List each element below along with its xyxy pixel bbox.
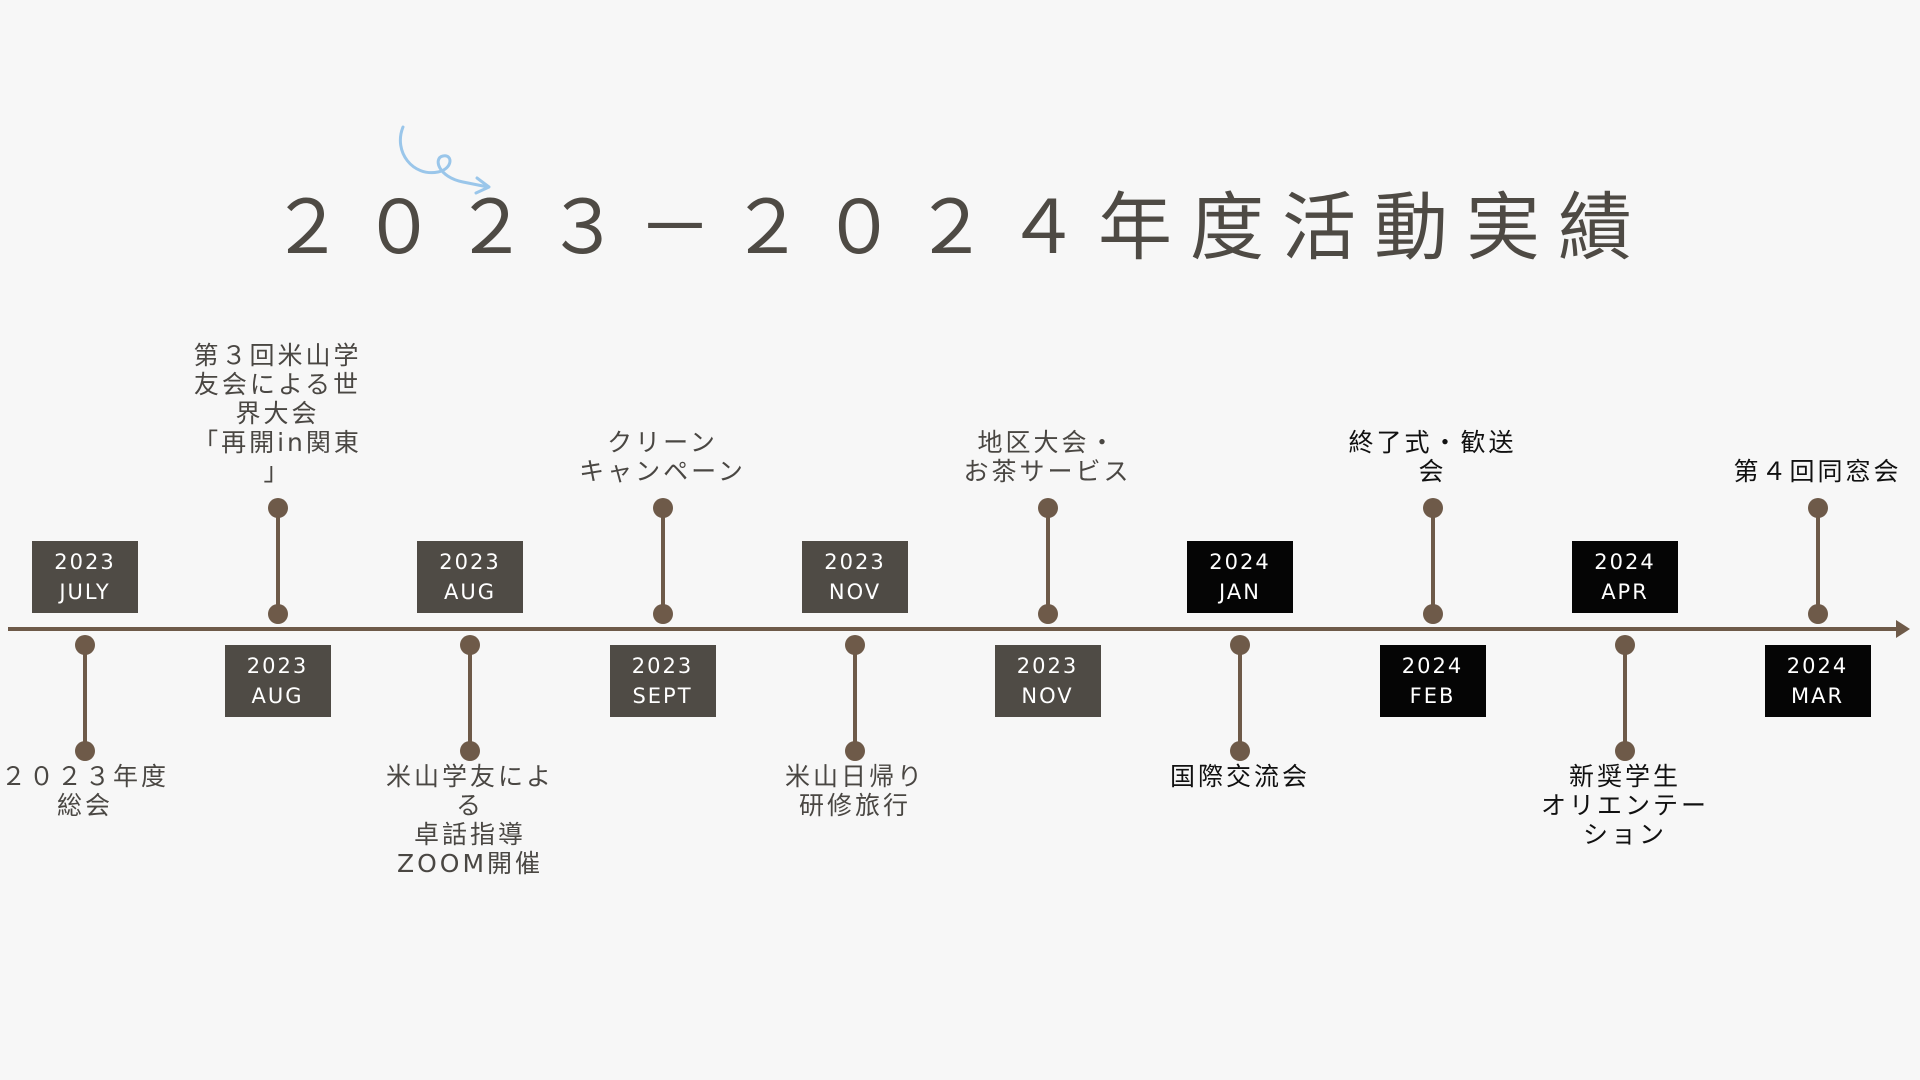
event-dot — [1807, 604, 1828, 624]
event-dot — [1422, 604, 1443, 624]
date-year: 2023 — [54, 550, 116, 574]
date-month: MAR — [1790, 684, 1845, 708]
page-title: ２０２３－２０２４年度活動実績 — [270, 185, 1650, 271]
event-dot — [845, 741, 865, 761]
event-dot — [75, 741, 95, 761]
event-stem — [83, 645, 87, 751]
event-label: 地区大会・ お茶サービス — [963, 428, 1132, 486]
event-dot — [1615, 741, 1635, 761]
date-year: 2024 — [1786, 654, 1849, 678]
event-dot — [460, 741, 480, 761]
event-label: 第４回同窓会 — [1733, 457, 1902, 486]
date-month: NOV — [1021, 684, 1074, 708]
date-year: 2023 — [824, 550, 886, 574]
event-label: 終了式・歓送 会 — [1348, 428, 1517, 486]
event-dot — [1422, 498, 1443, 518]
event-label: 米山日帰り 研修旅行 — [784, 762, 925, 820]
event-stem — [1238, 645, 1242, 751]
event-dot — [845, 635, 865, 655]
event-stem — [468, 645, 472, 751]
event-label: 第３回米山学 友会による世 界大会 「再開in関東 」 — [193, 341, 362, 486]
event-dot — [460, 635, 480, 655]
event-stem — [660, 508, 665, 614]
event-stem — [275, 508, 280, 614]
event-dot — [1807, 498, 1828, 518]
date-year: 2023 — [246, 654, 309, 678]
event-dot — [1230, 635, 1250, 655]
event-dot — [652, 498, 673, 518]
event-label: クリーン キャンペーン — [579, 428, 746, 486]
date-month: AUG — [443, 580, 496, 604]
event-dot — [267, 604, 288, 624]
event-stem — [1815, 508, 1820, 614]
event-label: 米山学友によ る 卓話指導 ZOOM開催 — [385, 762, 554, 878]
date-month: NOV — [828, 580, 882, 604]
date-year: 2023 — [631, 654, 694, 678]
event-label: ２０２３年度 総会 — [0, 762, 169, 820]
date-month: APR — [1601, 580, 1649, 604]
event-dot — [1037, 498, 1058, 518]
date-year: 2023 — [439, 550, 501, 574]
event-label: 新奨学生 オリエンテー ション — [1540, 762, 1709, 849]
date-month: SEPT — [632, 684, 693, 708]
date-month: JAN — [1219, 580, 1261, 604]
date-month: JULY — [59, 580, 111, 604]
axis-arrowhead — [1896, 620, 1910, 638]
swirl-arrow-decoration — [398, 125, 491, 195]
event-stem — [853, 645, 857, 751]
date-month: FEB — [1409, 684, 1456, 708]
date-month: AUG — [251, 684, 304, 708]
event-stem — [1430, 508, 1435, 614]
event-dot — [267, 498, 288, 518]
event-dot — [1230, 741, 1250, 761]
date-year: 2024 — [1594, 550, 1656, 574]
event-dot — [1615, 635, 1635, 655]
event-label: 国際交流会 — [1169, 762, 1310, 791]
event-dot — [652, 604, 673, 624]
event-dot — [1037, 604, 1058, 624]
event-stem — [1045, 508, 1050, 614]
date-year: 2024 — [1209, 550, 1271, 574]
event-stem — [1623, 645, 1627, 751]
date-year: 2023 — [1016, 654, 1079, 678]
date-year: 2024 — [1401, 654, 1464, 678]
event-dot — [75, 635, 95, 655]
